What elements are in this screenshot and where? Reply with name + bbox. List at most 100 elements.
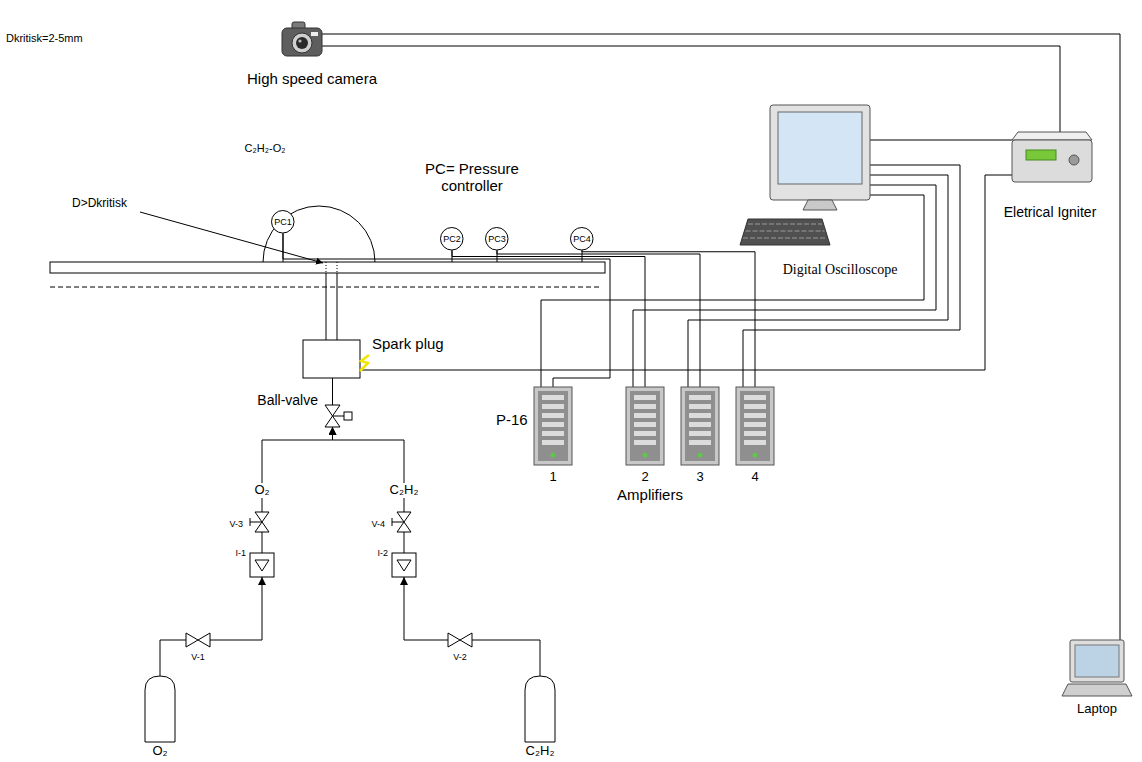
amplifier-unit-shape — [626, 387, 664, 465]
flow-indicator: I-1 — [250, 553, 274, 577]
amplifier-unit: 3 — [681, 387, 719, 465]
sensor-label: PC3 — [488, 234, 506, 244]
connector-line — [332, 378, 333, 405]
mixture-label: C₂H₂-O₂ — [245, 142, 286, 155]
sensor-stem — [497, 250, 498, 262]
connector-line — [210, 577, 262, 640]
connector-line — [870, 140, 1012, 141]
amplifier-unit-shape — [534, 387, 572, 465]
needle-valve-shape — [255, 512, 269, 532]
connector-line — [404, 532, 405, 553]
amplifier-unit: 2 — [626, 387, 664, 465]
pressure-sensor: PC4 — [570, 227, 594, 251]
dimension-note: Dkritisk=2-5mm — [6, 32, 83, 45]
needle-valve: V-3 — [255, 512, 269, 532]
sensor-label: PC1 — [274, 217, 292, 227]
igniter-box: Eletrical Igniter — [1012, 132, 1092, 184]
sensor-stem — [452, 250, 453, 262]
sensor-label: PC2 — [443, 234, 461, 244]
part-label: Laptop — [1077, 702, 1117, 717]
pressure-sensor: PC3 — [485, 227, 509, 251]
inlet-tube — [337, 273, 338, 340]
flow-indicator-shape — [250, 553, 274, 577]
part-label: Ball-valve — [257, 392, 318, 408]
amplifier-unit: 4 — [736, 387, 774, 465]
connector-line — [582, 251, 755, 387]
unit-number: 2 — [641, 470, 648, 485]
part-name: P-16 — [496, 411, 528, 428]
gas-cylinder: C₂H₂ — [525, 676, 555, 742]
part-label: V-3 — [229, 519, 243, 529]
mixture-region-arc — [263, 206, 375, 262]
oscilloscope-computer: Digital Oscilloscope — [770, 105, 870, 210]
part-label: V-2 — [453, 652, 467, 662]
connector-line — [472, 640, 540, 676]
part-label: High speed camera — [247, 70, 377, 87]
unit-number: 1 — [549, 470, 556, 485]
connector-line — [160, 640, 186, 676]
oscilloscope-computer-shape — [770, 105, 870, 210]
amplifier-unit: 1 — [534, 387, 572, 465]
sensor-stem — [582, 250, 583, 262]
orifice-mark — [337, 262, 338, 273]
tube-dashed-line — [50, 287, 600, 288]
needle-valve: V-4 — [397, 512, 411, 532]
amplifier-unit-shape — [736, 387, 774, 465]
flow-label: C₂H₂ — [388, 483, 421, 498]
shutoff-valve: V-2 — [448, 633, 472, 647]
connector-line — [633, 185, 936, 387]
shutoff-valve-shape — [186, 633, 210, 647]
gas-cylinder: O₂ — [145, 676, 175, 742]
amplifier-unit-shape — [681, 387, 719, 465]
camera-icon: High speed camera — [282, 22, 322, 58]
sensor-label: PC4 — [573, 234, 591, 244]
part-label: C₂H₂ — [526, 744, 555, 759]
detonation-tube — [50, 262, 605, 273]
connector-line — [322, 34, 1120, 640]
spark-plug-chamber-shape — [303, 340, 360, 378]
shutoff-valve-shape — [448, 633, 472, 647]
connector-line — [262, 532, 263, 553]
connector-line — [688, 175, 948, 387]
gas-cylinder-shape — [145, 676, 175, 742]
flow-label: O₂ — [252, 483, 271, 498]
connector-line — [333, 427, 405, 512]
ball-valve-symbol-shape — [325, 405, 340, 427]
part-label: V-1 — [191, 652, 205, 662]
part-label: I-2 — [377, 548, 388, 558]
legend-note: PC= Pressure controller — [416, 160, 528, 195]
leader-arrow — [140, 212, 323, 263]
unit-number: 3 — [696, 470, 703, 485]
ball-valve-symbol: Ball-valve — [325, 405, 340, 427]
part-label: I-1 — [235, 548, 246, 558]
flow-indicator-shape — [392, 553, 416, 577]
part-label: Digital Oscilloscope — [783, 262, 898, 278]
gas-cylinder-shape — [525, 676, 555, 742]
connector-line — [322, 46, 1060, 132]
camera-icon-shape — [282, 22, 322, 58]
orifice-mark — [326, 262, 327, 273]
inlet-tube — [326, 273, 327, 340]
connector-line — [541, 195, 924, 387]
pressure-sensor: PC1 — [271, 210, 295, 234]
laptop-icon-shape — [1062, 640, 1132, 698]
unit-number: 4 — [751, 470, 758, 485]
part-label: V-4 — [371, 519, 385, 529]
igniter-box-shape — [1012, 132, 1092, 184]
connector-line — [262, 427, 333, 512]
laptop-icon: Laptop — [1062, 640, 1132, 698]
needle-valve-shape — [397, 512, 411, 532]
group-label: Amplifiers — [617, 486, 683, 503]
shutoff-valve: V-1 — [186, 633, 210, 647]
flow-indicator: I-2 — [392, 553, 416, 577]
pressure-sensor: PC2 — [440, 227, 464, 251]
part-label: Eletrical Igniter — [1004, 204, 1097, 220]
dimension-note: D>Dkritisk — [72, 197, 127, 211]
connector-line — [404, 577, 448, 640]
spark-plug-chamber: Spark plug — [303, 340, 360, 378]
part-label: O₂ — [152, 744, 167, 759]
sensor-stem — [283, 233, 284, 262]
part-label: Spark plug — [372, 335, 444, 352]
